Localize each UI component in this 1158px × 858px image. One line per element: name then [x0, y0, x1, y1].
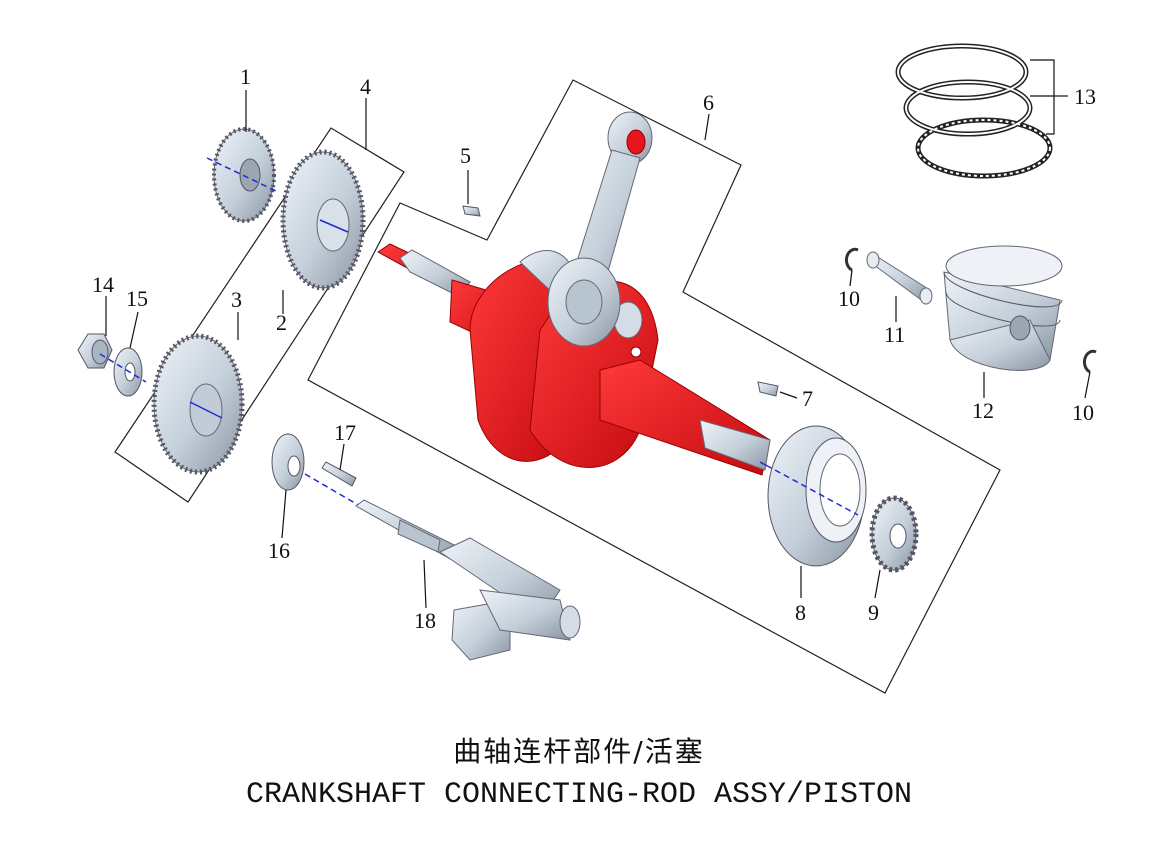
callout-4: 4: [360, 74, 371, 99]
part-7-key: [757, 381, 779, 397]
title-chinese: 曲轴连杆部件/活塞: [453, 735, 705, 768]
part-15-washer: [99, 347, 147, 397]
callout-11: 11: [884, 322, 905, 347]
part-16-oil-seal: [271, 433, 305, 491]
callout-9: 9: [868, 600, 879, 625]
part-2-4-gear: [280, 149, 366, 291]
part-8-bearing: [767, 425, 867, 567]
callout-10-right: 10: [1072, 400, 1094, 425]
callout-1: 1: [240, 64, 251, 89]
callout-8: 8: [795, 600, 806, 625]
callout-13: 13: [1074, 84, 1096, 109]
part-10-circlip-left: [844, 247, 859, 272]
callout-14: 14: [92, 272, 114, 297]
part-14-nut: [77, 333, 113, 369]
leader-lines: [105, 59, 1091, 609]
callout-15: 15: [126, 286, 148, 311]
title-english: CRANKSHAFT CONNECTING-ROD ASSY/PISTON: [245, 778, 913, 812]
callout-7: 7: [802, 386, 813, 411]
part-3-gear: [151, 333, 245, 475]
part-17-pin: [321, 461, 357, 487]
part-18-balancer-shaft: [355, 499, 581, 661]
connecting-rod: [547, 111, 653, 347]
group-box-crankshaft: [307, 79, 1001, 694]
callout-16: 16: [268, 538, 290, 563]
part-9-sprocket: [869, 495, 919, 573]
axis-line-16-18: [304, 473, 361, 507]
callout-18: 18: [414, 608, 436, 633]
part-5-key: [462, 205, 481, 217]
part-6-crankshaft: [377, 243, 776, 476]
callout-2: 2: [276, 310, 287, 335]
group-box-gears: [114, 127, 405, 503]
part-10-circlip-right: [1082, 349, 1097, 374]
part-11-piston-pin: [866, 251, 933, 305]
part-13-ring-inner: [897, 45, 1051, 177]
part-1-gear: [206, 127, 279, 223]
callout-6: 6: [703, 90, 714, 115]
callout-5: 5: [460, 143, 471, 168]
callout-3: 3: [231, 287, 242, 312]
callout-17: 17: [334, 420, 356, 445]
callout-10-left: 10: [838, 286, 860, 311]
part-12-piston: [943, 245, 1063, 371]
callout-12: 12: [972, 398, 994, 423]
